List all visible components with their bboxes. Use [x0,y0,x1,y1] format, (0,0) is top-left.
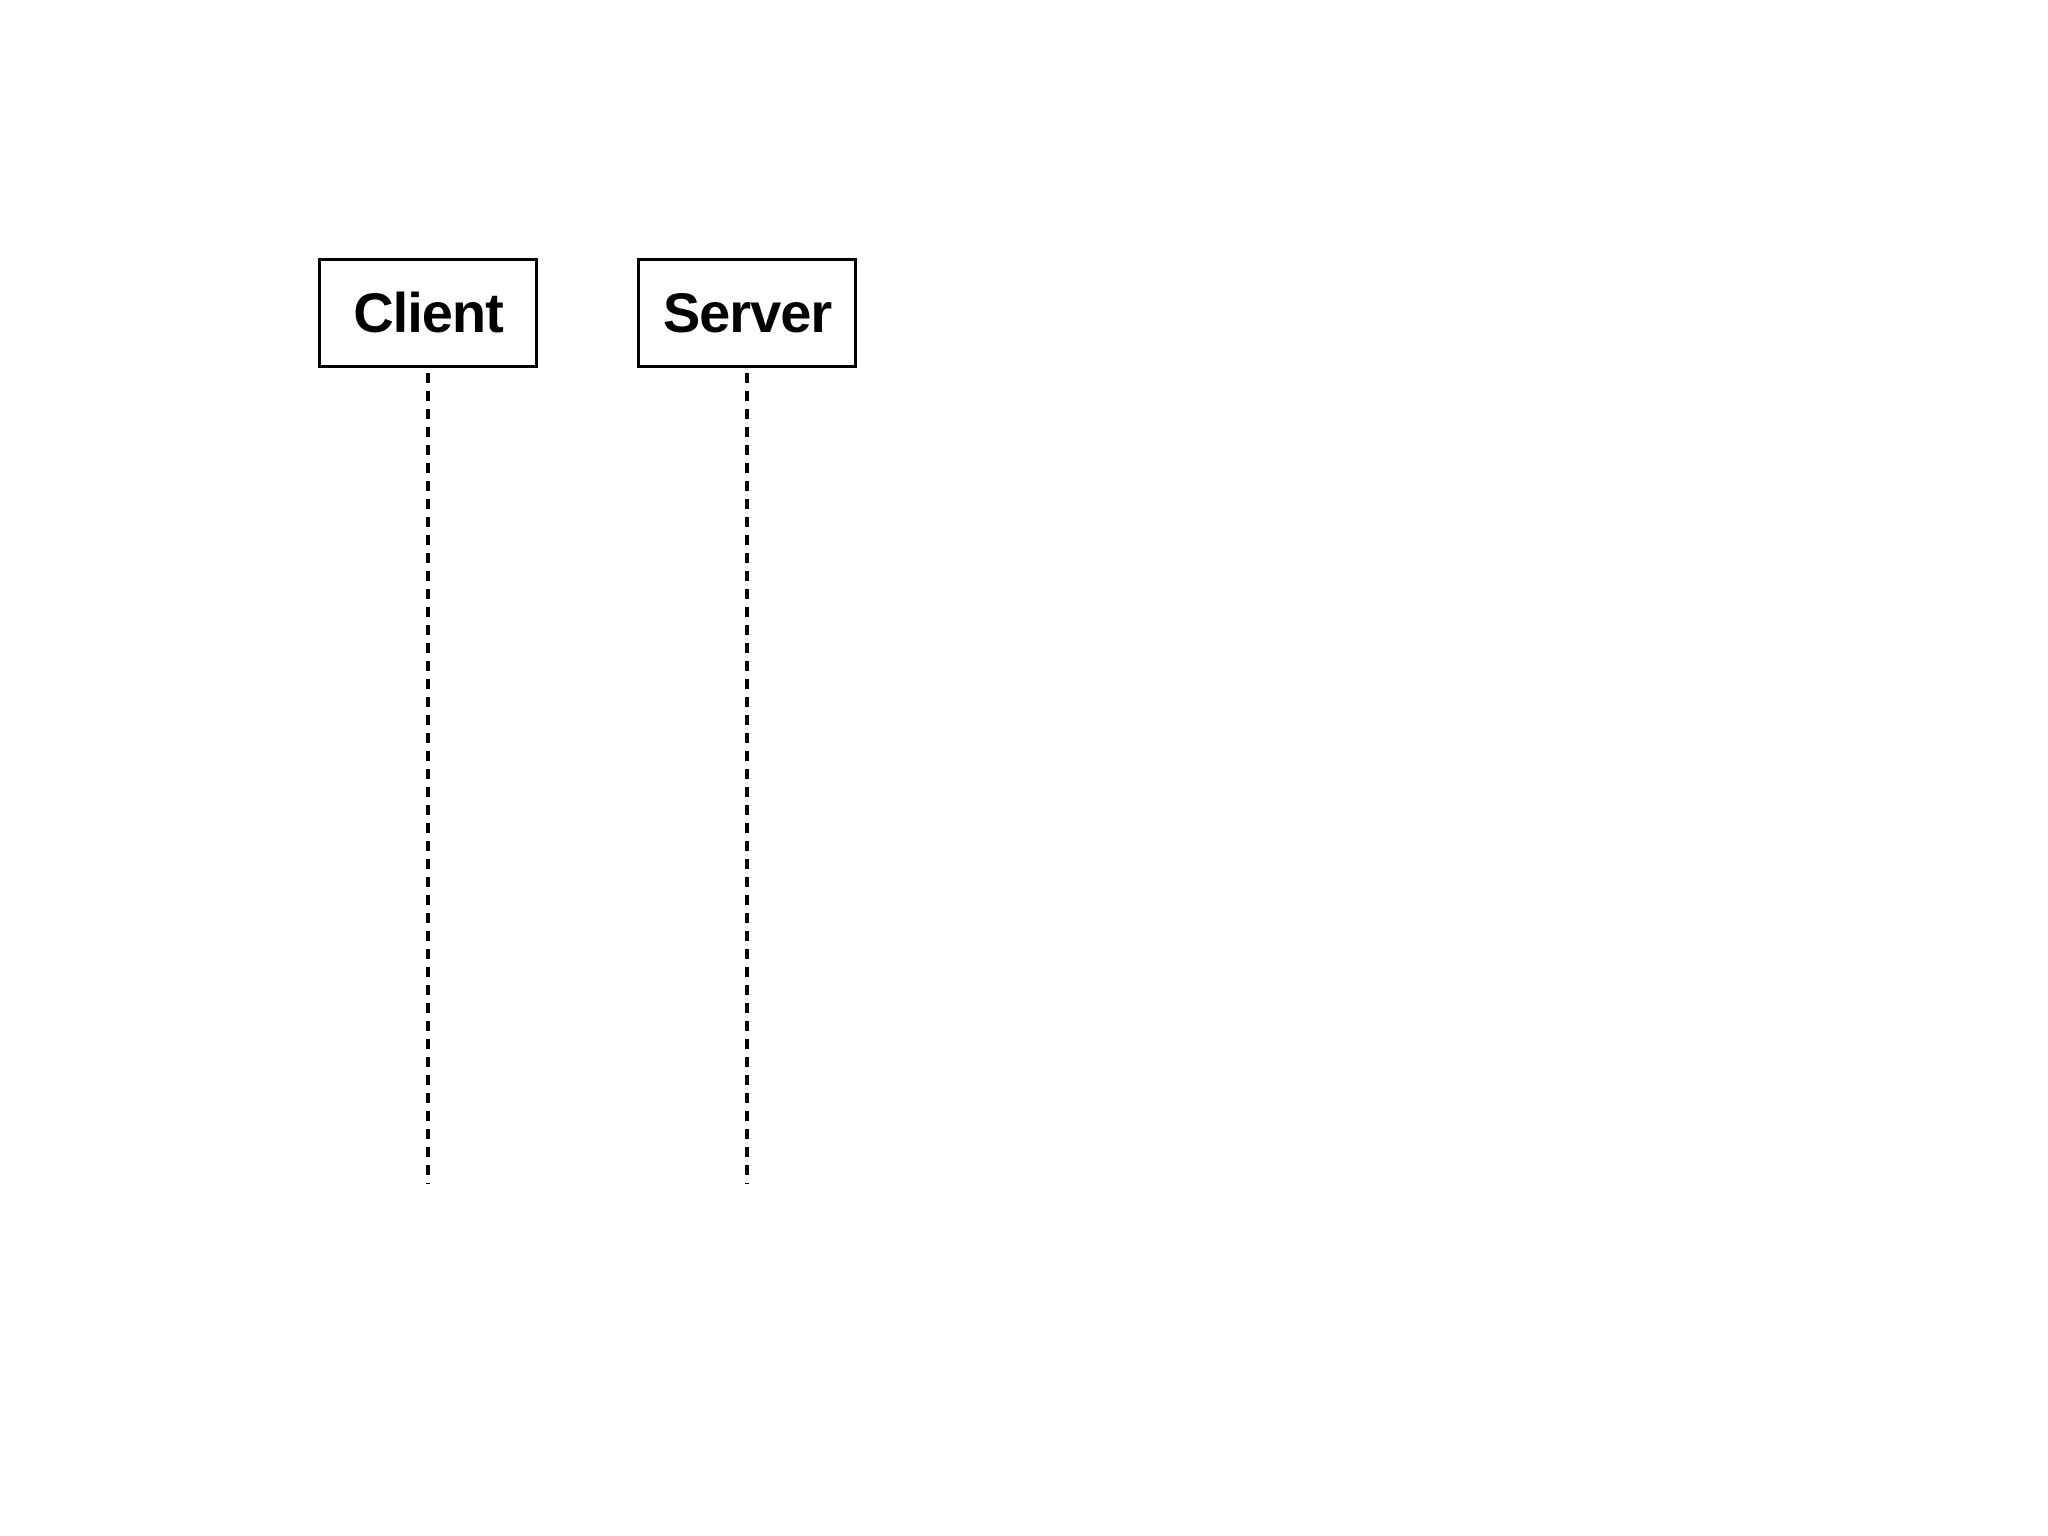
client-participant-label: Client [353,281,504,344]
server-participant-label: Server [662,281,832,344]
client-participant-box: Client [318,258,538,368]
server-participant-box: Server [637,258,857,368]
